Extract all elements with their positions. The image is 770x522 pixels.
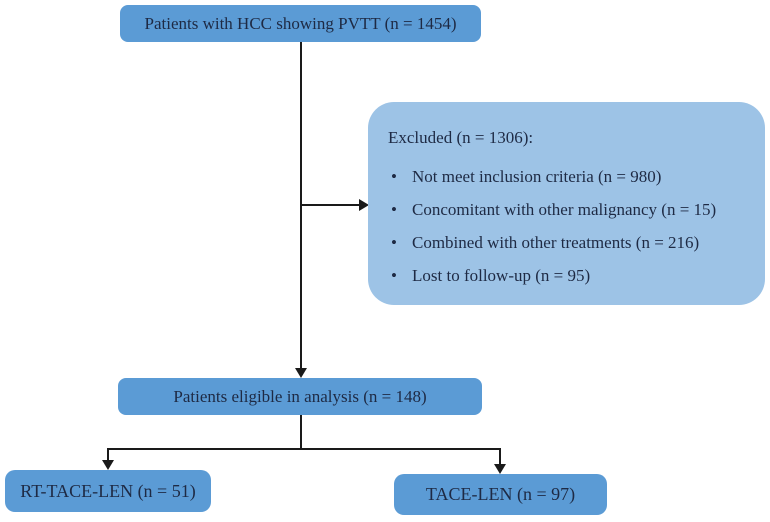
- arrowhead-down-icon: [494, 464, 506, 474]
- flow-box-rt-tace-len-label: RT-TACE-LEN (n = 51): [20, 480, 196, 501]
- excluded-reason-item: • Combined with other treatments (n = 21…: [388, 226, 749, 259]
- connector-drop-left: [107, 448, 109, 461]
- arrowhead-down-icon: [102, 460, 114, 470]
- connector-branch-excluded: [301, 204, 359, 206]
- flow-box-eligible: Patients eligible in analysis (n = 148): [118, 378, 482, 415]
- excluded-reason-item: • Concomitant with other malignancy (n =…: [388, 193, 749, 226]
- flow-box-excluded: Excluded (n = 1306): • Not meet inclusio…: [368, 102, 765, 305]
- flow-box-tace-len: TACE-LEN (n = 97): [394, 474, 607, 515]
- arrowhead-down-icon: [295, 368, 307, 378]
- excluded-reason-label: Lost to follow-up (n = 95): [412, 266, 591, 285]
- excluded-reason-label: Combined with other treatments (n = 216): [412, 233, 700, 252]
- bullet-icon: •: [391, 167, 397, 186]
- excluded-reason-item: • Lost to follow-up (n = 95): [388, 259, 749, 292]
- flow-box-eligible-label: Patients eligible in analysis (n = 148): [173, 386, 427, 406]
- connector-horizontal-split: [107, 448, 501, 450]
- flow-box-tace-len-label: TACE-LEN (n = 97): [425, 484, 576, 505]
- flow-box-rt-tace-len: RT-TACE-LEN (n = 51): [5, 470, 211, 512]
- arrowhead-right-icon: [359, 199, 369, 211]
- bullet-icon: •: [391, 200, 397, 219]
- excluded-heading: Excluded (n = 1306):: [388, 128, 534, 147]
- flow-box-hcc-pvtt: Patients with HCC showing PVTT (n = 1454…: [120, 5, 481, 42]
- excluded-reason-label: Not meet inclusion criteria (n = 980): [412, 167, 662, 186]
- excluded-reason-item: • Not meet inclusion criteria (n = 980): [388, 160, 749, 193]
- connector-drop-right: [499, 448, 501, 465]
- excluded-reason-label: Concomitant with other malignancy (n = 1…: [412, 200, 717, 219]
- connector-vertical-split: [300, 415, 302, 449]
- bullet-icon: •: [391, 233, 397, 252]
- flow-box-hcc-pvtt-label: Patients with HCC showing PVTT (n = 1454…: [144, 13, 457, 33]
- excluded-reason-list: • Not meet inclusion criteria (n = 980) …: [388, 160, 749, 292]
- bullet-icon: •: [391, 266, 397, 285]
